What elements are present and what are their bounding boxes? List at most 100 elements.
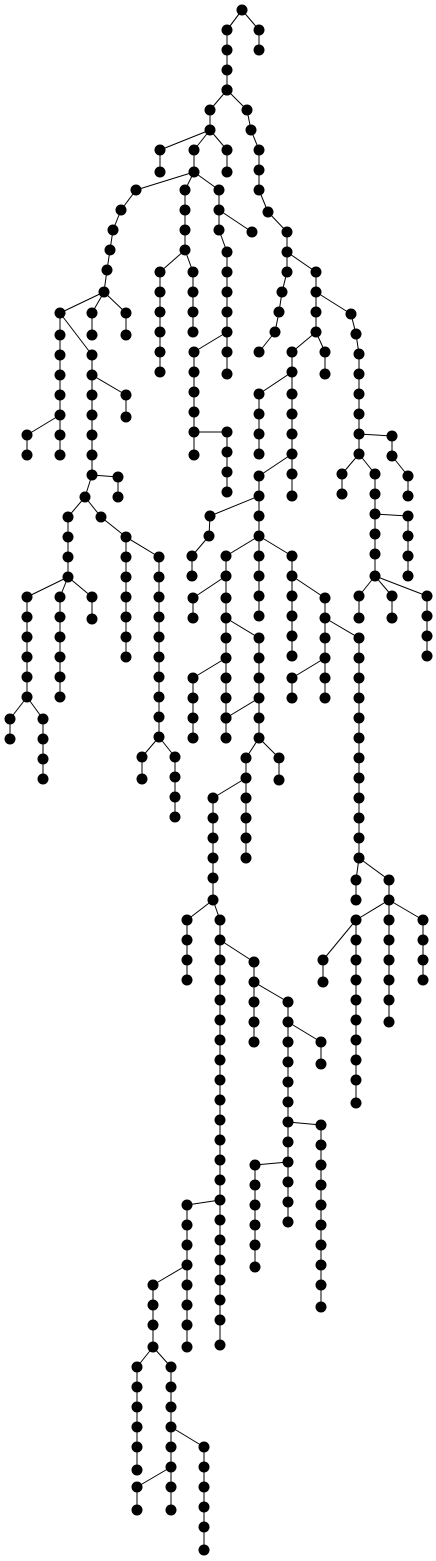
- tree-node: [282, 1056, 294, 1068]
- tree-node: [214, 1254, 226, 1266]
- tree-node: [253, 470, 265, 482]
- tree-node: [248, 976, 260, 988]
- tree-node: [350, 954, 362, 966]
- tree-edge: [193, 331, 228, 353]
- tree-node: [386, 450, 398, 462]
- tree-node: [353, 792, 365, 804]
- tree-node: [188, 346, 200, 358]
- tree-node: [421, 650, 433, 662]
- tree-node: [336, 468, 348, 480]
- tree-node: [253, 672, 265, 684]
- tree-node: [276, 286, 288, 298]
- tree-node: [54, 691, 66, 703]
- tree-node: [115, 204, 127, 216]
- tree-node: [214, 974, 226, 986]
- tree-edge: [159, 249, 186, 273]
- tree-edge: [291, 657, 326, 679]
- tree-node: [207, 872, 219, 884]
- tree-edge: [225, 697, 260, 719]
- tree-node: [188, 406, 200, 418]
- tree-node: [112, 491, 124, 503]
- tree-node: [386, 612, 398, 624]
- tree-edge: [374, 575, 428, 597]
- tree-node: [282, 1016, 294, 1028]
- tree-node: [350, 994, 362, 1006]
- tree-node: [54, 611, 66, 623]
- tree-node: [169, 751, 181, 763]
- tree-node: [402, 470, 414, 482]
- tree-edge: [358, 857, 390, 881]
- tree-node: [131, 1361, 143, 1373]
- tree-node: [120, 611, 132, 623]
- tree-edge: [219, 939, 255, 963]
- tree-node: [286, 490, 298, 502]
- tree-node: [353, 408, 365, 420]
- tree-node: [350, 1054, 362, 1066]
- tree-node: [220, 732, 232, 744]
- tree-node: [315, 1219, 327, 1231]
- tree-node: [246, 226, 258, 238]
- tree-node: [153, 611, 165, 623]
- tree-node: [282, 1076, 294, 1088]
- tree-node: [120, 591, 132, 603]
- tree-node: [165, 1481, 177, 1493]
- tree-node: [214, 1314, 226, 1326]
- tree-edge: [291, 575, 326, 599]
- tree-node: [54, 591, 66, 603]
- tree-node: [253, 510, 265, 522]
- tree-node: [153, 691, 165, 703]
- tree-node: [4, 733, 16, 745]
- tree-node: [221, 326, 233, 338]
- tree-node: [253, 388, 265, 400]
- tree-node: [207, 812, 219, 824]
- tree-node: [187, 612, 199, 624]
- tree-edge: [212, 777, 247, 799]
- tree-node: [402, 510, 414, 522]
- tree-node: [62, 511, 74, 523]
- tree-node: [214, 1174, 226, 1186]
- tree-node: [131, 1481, 143, 1493]
- tree-node: [21, 631, 33, 643]
- tree-node: [253, 712, 265, 724]
- tree-node: [54, 307, 66, 319]
- tree-node: [315, 1119, 327, 1131]
- tree-node: [181, 1279, 193, 1291]
- tree-node: [221, 64, 233, 76]
- tree-node: [383, 974, 395, 986]
- tree-node: [249, 1219, 261, 1231]
- tree-node: [315, 1199, 327, 1211]
- tree-node: [350, 914, 362, 926]
- tree-node: [131, 1441, 143, 1453]
- tree-node: [147, 1319, 159, 1331]
- tree-node: [120, 551, 132, 563]
- tree-edge: [192, 575, 227, 599]
- tree-node: [54, 449, 66, 461]
- tree-node: [253, 652, 265, 664]
- tree-node: [37, 773, 49, 785]
- tree-edge: [26, 414, 61, 436]
- tree-node: [86, 429, 98, 441]
- tree-edge: [91, 374, 127, 396]
- tree-node: [62, 531, 74, 543]
- tree-node: [86, 307, 98, 319]
- tree-node: [310, 326, 322, 338]
- tree-node: [37, 753, 49, 765]
- tree-node: [249, 1199, 261, 1211]
- tree-node: [204, 124, 216, 136]
- tree-edge: [324, 617, 360, 639]
- tree-nodes: [4, 4, 433, 1556]
- tree-node: [198, 1501, 210, 1513]
- tree-node: [54, 329, 66, 341]
- tree-node: [221, 466, 233, 478]
- tree-node: [213, 184, 225, 196]
- tree-node: [147, 1341, 159, 1353]
- tree-node: [214, 1294, 226, 1306]
- tree-node: [315, 1239, 327, 1251]
- tree-node: [402, 490, 414, 502]
- tree-node: [204, 510, 216, 522]
- tree-node: [221, 246, 233, 258]
- tree-node: [98, 286, 110, 298]
- tree-node: [353, 832, 365, 844]
- tree-node: [86, 449, 98, 461]
- tree-node: [402, 550, 414, 562]
